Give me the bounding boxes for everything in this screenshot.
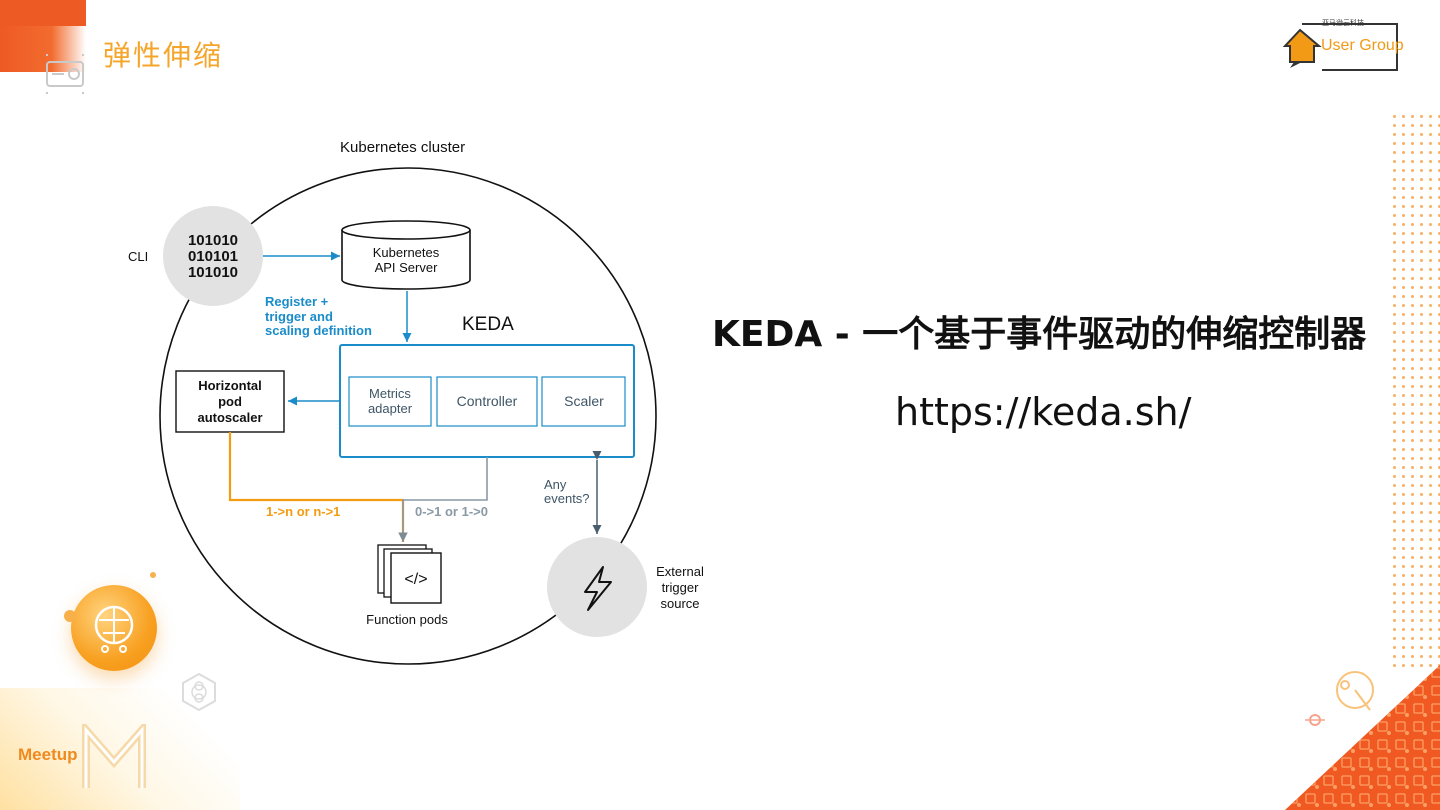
camera-icon xyxy=(46,54,84,94)
controller-box xyxy=(436,376,538,427)
m-letter-graphic xyxy=(82,724,146,788)
code-symbol: </> xyxy=(404,571,427,588)
dotted-pattern xyxy=(1390,112,1440,672)
metrics-adapter-box xyxy=(348,376,432,427)
any-events-line-2: events? xyxy=(544,491,590,506)
hpa-line-1: Horizontal xyxy=(198,378,262,393)
hpa-line-3: autoscaler xyxy=(197,410,262,425)
top-left-accent-bar xyxy=(0,0,86,26)
logo-cn-text: 亚马逊云科技 xyxy=(1322,19,1364,27)
binary-icon xyxy=(163,206,263,306)
api-server-line-1: Kubernetes xyxy=(373,245,440,260)
controller-label: Controller xyxy=(457,393,518,409)
external-trigger-circle xyxy=(547,537,647,637)
external-line-2: trigger xyxy=(662,580,700,595)
house-logo-icon xyxy=(1282,23,1398,71)
orange-pattern-corner xyxy=(1285,665,1440,810)
keda-label: KEDA xyxy=(462,314,514,335)
brain-circuit-icon xyxy=(71,585,157,671)
hexagon-flower-icon xyxy=(182,672,216,712)
metrics-line-2: adapter xyxy=(368,401,413,416)
cli-label: CLI xyxy=(128,249,148,264)
keda-architecture-diagram: Kubernetes cluster CLI 101010 010101 101… xyxy=(128,139,704,665)
metrics-line-1: Metrics xyxy=(369,386,411,401)
register-line-3: scaling definition xyxy=(265,323,372,338)
scaler-box xyxy=(541,376,626,427)
function-pods-label: Function pods xyxy=(366,612,448,627)
scaler-label: Scaler xyxy=(564,393,604,409)
register-line-1: Register + xyxy=(265,294,329,309)
orange-dot-small xyxy=(150,572,156,578)
keda-to-pods-line xyxy=(398,457,488,542)
code-icon xyxy=(377,544,442,604)
api-server-line-2: API Server xyxy=(375,260,439,275)
register-line-2: trigger and xyxy=(265,309,333,324)
binary-line-2: 010101 xyxy=(188,248,238,265)
hpa-line-2: pod xyxy=(218,394,242,409)
api-server-cylinder xyxy=(341,220,471,290)
scale-gray-label: 0->1 or 1->0 xyxy=(415,504,488,519)
main-title: KEDA - 一个基于事件驱动的伸缩控制器 xyxy=(712,314,1367,355)
external-line-3: source xyxy=(660,596,699,611)
cluster-label: Kubernetes cluster xyxy=(340,139,465,156)
binary-line-3: 101010 xyxy=(188,264,238,281)
scale-orange-label: 1->n or n->1 xyxy=(266,504,340,519)
section-title: 弹性伸缩 xyxy=(103,39,224,72)
logo-text: User Group xyxy=(1321,37,1404,54)
external-line-1: External xyxy=(656,564,704,579)
binary-line-1: 101010 xyxy=(188,232,238,249)
hpa-box xyxy=(175,370,285,433)
orange-dot xyxy=(64,610,76,622)
lightning-icon xyxy=(584,566,612,611)
keda-url-link[interactable]: https://keda.sh/ xyxy=(895,390,1192,434)
any-events-line-1: Any xyxy=(544,477,567,492)
meetup-label: Meetup xyxy=(18,745,78,764)
